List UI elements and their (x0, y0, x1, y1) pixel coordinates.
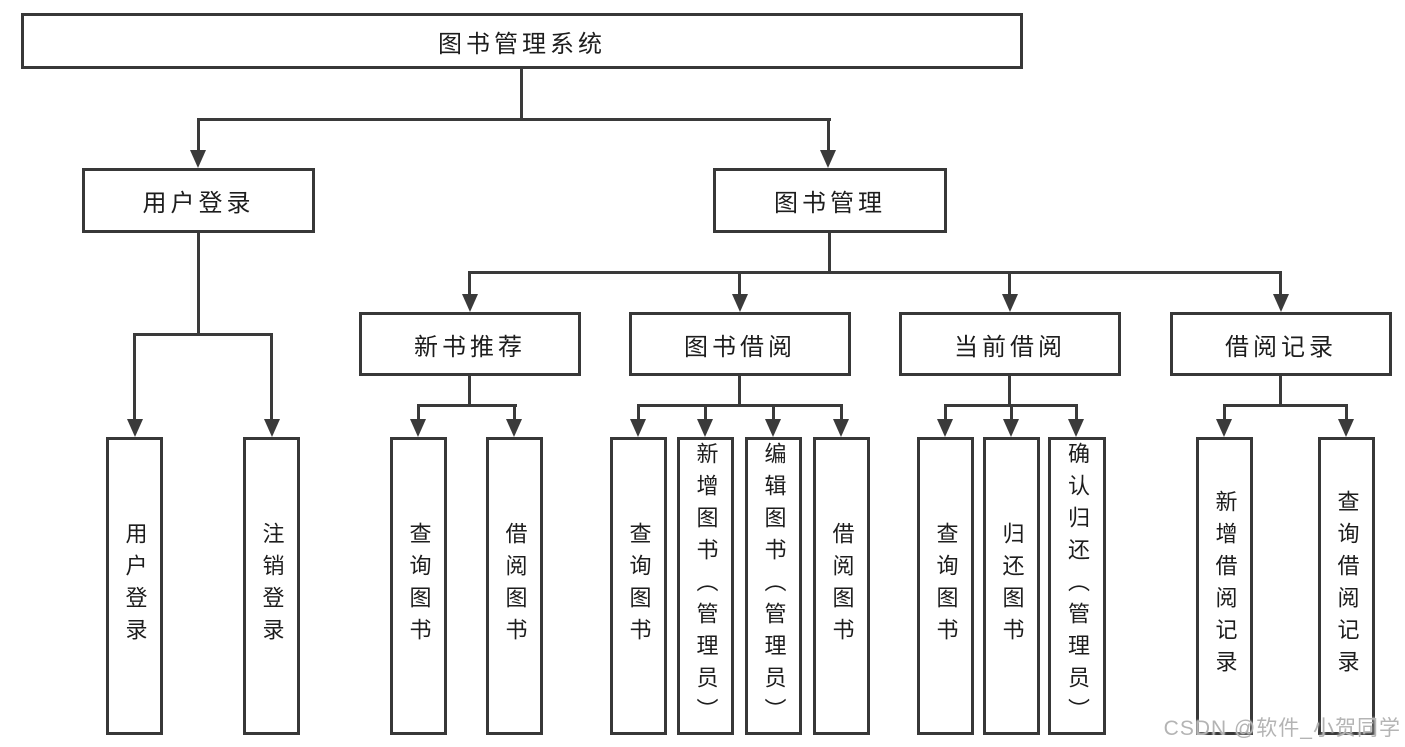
connector-line (772, 404, 775, 421)
watermark: CSDN @软件_小贺同学 (1163, 717, 1401, 740)
connector-line (1075, 404, 1078, 421)
arrow-down-icon (462, 294, 478, 312)
leaf-query-books-current: 查询图书 (917, 437, 974, 735)
connector-line (513, 404, 516, 421)
leaf-edit-book-admin: 编辑图书（管理员） (745, 437, 802, 735)
arrow-down-icon (1002, 294, 1018, 312)
leaf-add-book-admin: 新增图书（管理员） (677, 437, 734, 735)
connector-line (270, 333, 273, 421)
leaf-label: 查询图书 (626, 522, 652, 650)
arrow-down-icon (506, 419, 522, 437)
connector-line (1008, 376, 1011, 407)
leaf-query-books-borrowing: 查询图书 (610, 437, 667, 735)
arrow-down-icon (937, 419, 953, 437)
connector-line (520, 69, 523, 119)
arrow-down-icon (1068, 419, 1084, 437)
arrow-down-icon (630, 419, 646, 437)
arrow-down-icon (1338, 419, 1354, 437)
arrow-down-icon (1273, 294, 1289, 312)
leaf-label: 借阅图书 (502, 522, 528, 650)
connector-line (133, 333, 136, 421)
node-new-book-recommend: 新书推荐 (359, 312, 581, 376)
connector-line (469, 271, 1282, 274)
leaf-borrow-books-recommend: 借阅图书 (486, 437, 543, 735)
arrow-down-icon (732, 294, 748, 312)
arrow-down-icon (127, 419, 143, 437)
arrow-down-icon (190, 150, 206, 168)
connector-line (1010, 404, 1013, 421)
connector-line (1279, 376, 1282, 407)
arrow-down-icon (264, 419, 280, 437)
leaf-label: 归还图书 (999, 522, 1025, 650)
connector-line (197, 118, 200, 152)
connector-line (1345, 404, 1348, 421)
arrow-down-icon (820, 150, 836, 168)
connector-line (1279, 271, 1282, 297)
connector-line (1223, 404, 1348, 407)
node-root-library-system: 图书管理系统 (21, 13, 1023, 69)
connector-line (197, 118, 831, 121)
leaf-label: 查询借阅记录 (1334, 490, 1360, 682)
leaf-label: 新增借阅记录 (1212, 490, 1238, 682)
node-book-management: 图书管理 (713, 168, 947, 233)
leaf-borrow-books-borrowing: 借阅图书 (813, 437, 870, 735)
leaf-label: 注销登录 (259, 522, 285, 650)
connector-line (637, 404, 640, 421)
connector-line (704, 404, 707, 421)
connector-line (738, 271, 741, 297)
leaf-logout-login: 注销登录 (243, 437, 300, 735)
connector-line (133, 333, 273, 336)
connector-line (468, 376, 471, 407)
connector-line (840, 404, 843, 421)
connector-line (468, 271, 471, 297)
connector-line (1223, 404, 1226, 421)
connector-line (637, 404, 843, 407)
arrow-down-icon (833, 419, 849, 437)
connector-line (738, 376, 741, 407)
node-borrowing-records: 借阅记录 (1170, 312, 1392, 376)
connector-line (417, 404, 420, 421)
leaf-add-borrow-record: 新增借阅记录 (1196, 437, 1253, 735)
leaf-label: 查询图书 (933, 522, 959, 650)
arrow-down-icon (765, 419, 781, 437)
leaf-label: 新增图书（管理员） (693, 442, 719, 730)
arrow-down-icon (1216, 419, 1232, 437)
leaf-label: 确认归还（管理员） (1065, 442, 1090, 730)
leaf-label: 查询图书 (406, 522, 432, 650)
connector-line (1008, 271, 1011, 297)
node-user-login: 用户登录 (82, 168, 315, 233)
leaf-confirm-return-admin: 确认归还（管理员） (1048, 437, 1106, 735)
connector-line (417, 404, 517, 407)
leaf-label: 借阅图书 (829, 522, 855, 650)
leaf-label: 用户登录 (122, 522, 148, 650)
leaf-label: 编辑图书（管理员） (761, 442, 787, 730)
arrow-down-icon (1003, 419, 1019, 437)
leaf-query-books-recommend: 查询图书 (390, 437, 447, 735)
node-current-borrowing: 当前借阅 (899, 312, 1121, 376)
arrow-down-icon (697, 419, 713, 437)
leaf-query-borrow-record: 查询借阅记录 (1318, 437, 1375, 735)
node-book-borrowing: 图书借阅 (629, 312, 851, 376)
connector-line (827, 118, 830, 152)
leaf-user-login: 用户登录 (106, 437, 163, 735)
connector-line (197, 233, 200, 333)
leaf-return-books: 归还图书 (983, 437, 1040, 735)
connector-line (828, 233, 831, 271)
connector-line (944, 404, 947, 421)
arrow-down-icon (410, 419, 426, 437)
